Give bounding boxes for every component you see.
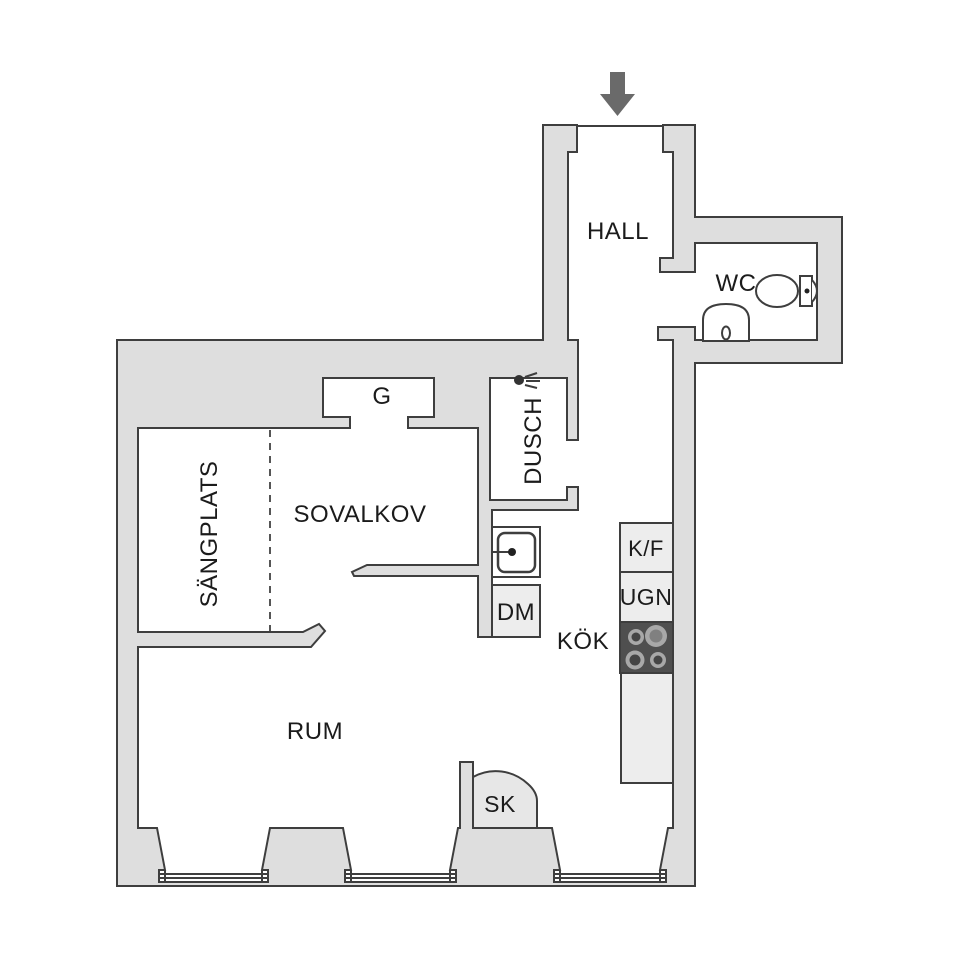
shower-icon xyxy=(514,372,540,389)
room-label-sovalkov: SOVALKOV xyxy=(294,501,427,528)
shower-spray xyxy=(524,372,538,378)
room-label-wc: WC xyxy=(716,270,757,297)
sk-closet xyxy=(472,770,538,829)
shower-head xyxy=(514,375,524,385)
burner-center xyxy=(631,632,641,642)
burner-center xyxy=(649,629,663,643)
window-3 xyxy=(555,870,665,882)
unit-label-oven: UGN xyxy=(620,584,673,610)
toilet-bowl xyxy=(755,274,799,308)
labels-group: HALL WC G DUSCH SÄNGPLATS SOVALKOV K/F U… xyxy=(196,218,756,817)
room-label-sangplats: SÄNGPLATS xyxy=(196,461,223,608)
room-label-hall: HALL xyxy=(587,218,649,245)
shower-spray xyxy=(524,384,538,389)
burner-center xyxy=(629,654,641,666)
dishwasher-box xyxy=(491,584,541,638)
toilet-icon xyxy=(755,274,818,308)
window-1 xyxy=(160,870,267,882)
sink-faucet-dot xyxy=(508,548,516,556)
unit-label-fridge-freezer: K/F xyxy=(628,536,664,561)
entrance-arrow-icon xyxy=(600,72,635,116)
walls xyxy=(116,124,843,887)
unit-label-closet: G xyxy=(372,383,391,410)
fridge-freezer-box xyxy=(619,522,674,573)
burner-center xyxy=(653,655,663,665)
oven-box xyxy=(619,571,674,623)
kitchen-counter xyxy=(620,672,674,784)
wc-sink-icon xyxy=(702,302,750,342)
room-label-rum: RUM xyxy=(287,718,343,745)
unit-label-dishwasher: DM xyxy=(497,599,535,626)
room-label-kok: KÖK xyxy=(557,628,609,655)
walls-group xyxy=(116,124,843,887)
toilet-flush-dot xyxy=(804,288,810,294)
kitchen-sink-icon xyxy=(491,526,541,578)
stove-icon xyxy=(619,621,674,674)
wc-sink-basin xyxy=(702,302,750,342)
toilet-tank-back xyxy=(811,279,818,303)
room-label-dusch: DUSCH xyxy=(520,397,547,485)
wc-sink-drain xyxy=(721,325,731,341)
window-2 xyxy=(346,870,455,882)
unit-label-sk: SK xyxy=(484,791,516,817)
